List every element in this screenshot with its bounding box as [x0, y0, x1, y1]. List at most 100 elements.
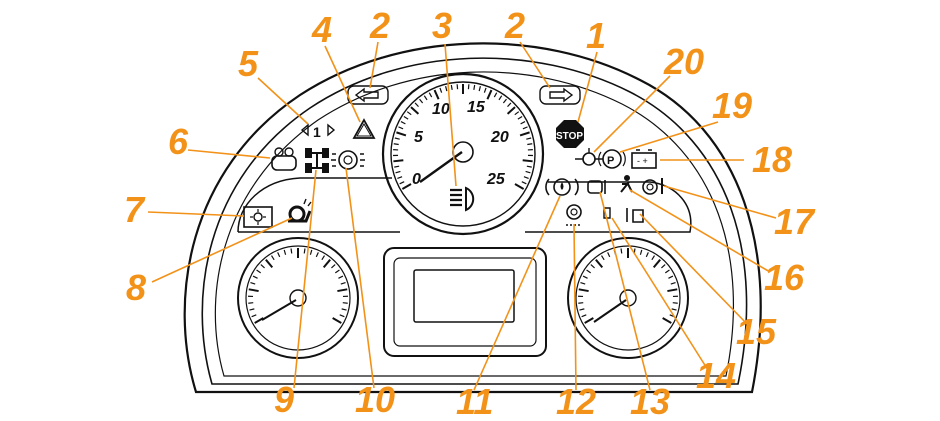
gauge-tick — [406, 111, 412, 116]
gauge-tick — [526, 165, 532, 168]
gearbox-icon — [566, 204, 582, 226]
gauge-tick — [584, 317, 594, 324]
callout-20: 20 — [663, 41, 704, 82]
callout-14: 14 — [696, 355, 736, 396]
gauge-tick — [396, 131, 407, 137]
gauge-tick — [582, 275, 588, 279]
gauge-tick — [498, 95, 503, 101]
callout-2-right: 2 — [504, 5, 525, 46]
dashboard-outline — [183, 42, 762, 394]
gauge-tick — [393, 143, 399, 146]
gauge-tick — [254, 317, 264, 324]
gauge-tick — [580, 281, 586, 285]
callout-7: 7 — [124, 189, 146, 230]
gauge-tick — [590, 264, 595, 269]
gauge-tick — [579, 308, 585, 311]
gauge-tick — [523, 176, 529, 179]
gauge-tick — [410, 106, 420, 115]
left-gauge — [237, 237, 359, 359]
gauge-tick — [340, 281, 346, 285]
callout-18: 18 — [752, 139, 792, 180]
gauge-tick — [600, 255, 605, 261]
gauge-tick — [251, 314, 257, 318]
callout-10: 10 — [355, 379, 395, 420]
gauge-tick — [248, 302, 254, 304]
callout-8: 8 — [126, 267, 146, 308]
gauge-tick — [520, 121, 526, 125]
callout-3: 3 — [432, 5, 452, 46]
gauge-tick — [620, 248, 623, 254]
gauge-tick — [607, 252, 611, 258]
gauge-tick — [645, 252, 649, 258]
gauge-tick — [493, 92, 498, 98]
gauge-tick — [332, 317, 342, 324]
callout-6: 6 — [168, 121, 189, 162]
gauge-tick — [507, 102, 512, 108]
gauge-tick — [671, 308, 677, 311]
gauge-tick — [414, 102, 419, 108]
gauge-tick — [639, 249, 643, 255]
gauge-tick — [672, 302, 678, 304]
gauge-tick — [277, 252, 281, 258]
speed-tick-15: 15 — [467, 99, 486, 116]
left-gauge-needle — [261, 299, 297, 321]
callout-12: 12 — [556, 381, 596, 421]
gauge-tick — [331, 264, 336, 269]
speedometer: 0 5 10 15 20 25 — [381, 72, 545, 236]
gauge-tick — [256, 269, 262, 274]
callout-2-left: 2 — [369, 5, 390, 46]
svg-text:STOP: STOP — [556, 131, 583, 142]
gauge-tick — [290, 248, 293, 254]
gauge-tick — [514, 111, 520, 116]
gauge-tick — [395, 170, 401, 174]
gauge-tick — [401, 183, 412, 190]
gauge-tick — [283, 249, 287, 255]
gauge-tick — [400, 121, 406, 125]
gauge-tick — [393, 159, 404, 163]
gauge-tick — [265, 259, 274, 269]
speed-tick-10: 10 — [432, 101, 450, 118]
callout-9: 9 — [274, 379, 294, 420]
gauge-tick — [403, 115, 409, 120]
leader-lines — [147, 41, 777, 391]
panel-dividers — [237, 177, 692, 357]
gauge-tick — [337, 288, 348, 293]
gauge-tick — [651, 255, 656, 261]
gauge-tick — [527, 143, 533, 146]
right-gauge-needle — [593, 299, 627, 323]
right-gauge — [567, 237, 689, 359]
gauge-tick — [428, 92, 433, 98]
gauge-tick — [486, 89, 493, 100]
gauge-tick — [595, 259, 604, 269]
callout-5: 5 — [238, 43, 259, 84]
gauge-tick — [334, 269, 340, 274]
gauge-tick — [433, 89, 440, 100]
gauge-tick — [423, 95, 428, 101]
turn-right-icon — [539, 85, 581, 105]
work-light-icon — [243, 206, 273, 228]
air-filter-icon — [626, 208, 644, 223]
gauge-tick — [526, 137, 532, 140]
fuel-filter-icon — [603, 207, 611, 219]
gauge-tick — [667, 288, 678, 293]
gauge-tick — [519, 131, 530, 137]
gauge-tick — [473, 84, 476, 91]
callout-17: 17 — [774, 201, 816, 242]
seat-belt-icon — [620, 175, 633, 193]
gauge-tick — [342, 302, 348, 304]
speed-tick-5: 5 — [414, 129, 424, 146]
gauge-tick — [478, 86, 481, 92]
transmission-temperature-icon — [587, 180, 606, 194]
callout-13: 13 — [630, 381, 670, 421]
gauge-tick — [483, 87, 487, 93]
gauge-tick — [339, 314, 345, 318]
gauge-tick — [581, 314, 587, 318]
gauge-tick — [338, 275, 344, 279]
gauge-tick — [341, 308, 347, 311]
gauge-tick — [668, 275, 674, 279]
warning-triangle-icon — [352, 118, 376, 139]
headlight-icon — [450, 186, 475, 212]
gauge-tick — [303, 248, 306, 254]
gauge-tick — [506, 106, 516, 115]
